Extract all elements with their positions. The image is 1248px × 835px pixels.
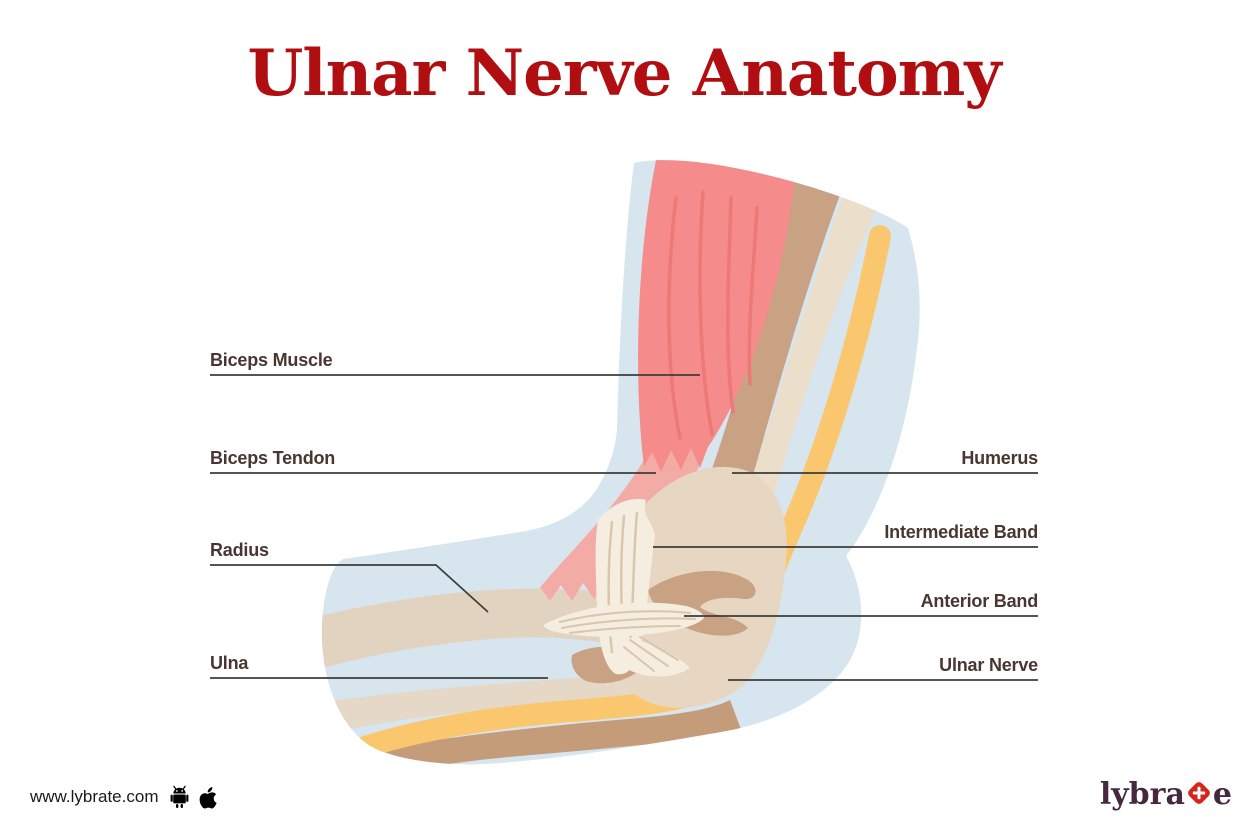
label-line-radius: [210, 564, 489, 613]
humerus-cream-strip-shape: [744, 186, 876, 516]
page-title: Ulnar Nerve Anatomy: [247, 36, 1001, 111]
humerus-shaft-shape: [700, 160, 844, 522]
logo-text-suffix: e: [1212, 777, 1232, 812]
website-url: www.lybrate.com: [30, 787, 159, 806]
plus-diamond-icon: [1186, 779, 1212, 814]
anterior-band-fan-stripes: [623, 636, 679, 672]
apple-icon: [200, 786, 218, 809]
label-anterior-band: Anterior Band: [920, 591, 1039, 611]
label-ulnar-nerve: Ulnar Nerve: [939, 655, 1038, 675]
android-icon: [171, 785, 189, 809]
label-humerus: Humerus: [961, 448, 1038, 468]
logo-text-prefix: lybra: [1099, 777, 1185, 812]
footer: www.lybrate.com: [30, 785, 218, 809]
label-radius: Radius: [210, 540, 269, 560]
label-intermediate-band: Intermediate Band: [884, 522, 1038, 542]
label-ulna: Ulna: [210, 653, 249, 673]
store-icons: [169, 785, 218, 809]
anterior-band-stripes: [559, 610, 696, 634]
label-biceps-muscle: Biceps Muscle: [210, 350, 333, 370]
label-lines: [210, 374, 1038, 681]
lybrate-logo: lybra e: [1100, 777, 1232, 812]
label-biceps-tendon: Biceps Tendon: [210, 448, 336, 468]
muscle-striations: [667, 190, 759, 440]
